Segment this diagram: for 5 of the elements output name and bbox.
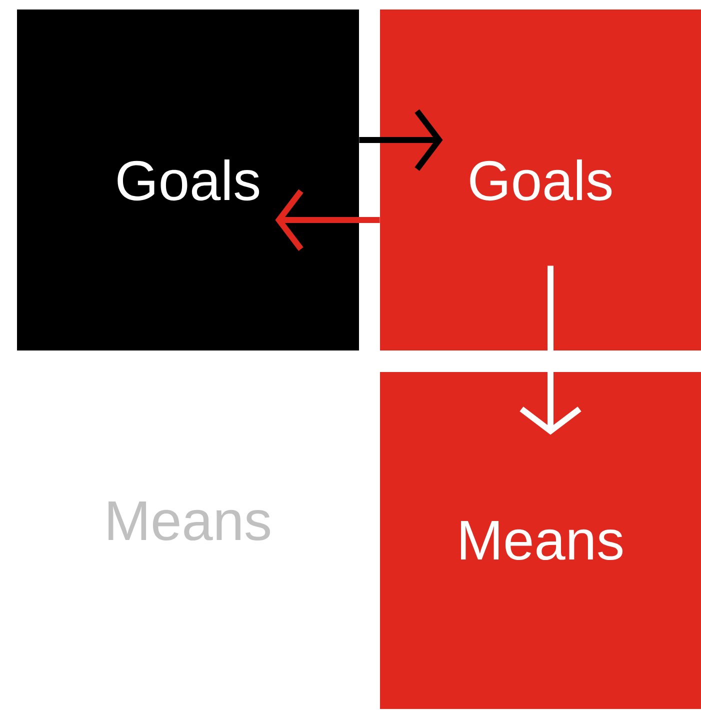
goal-box: Goals [380, 10, 701, 350]
arrow [520, 266, 582, 435]
means-box: Means [380, 372, 701, 709]
means-text: Means [108, 501, 270, 541]
goal-box: Goals [17, 10, 359, 350]
